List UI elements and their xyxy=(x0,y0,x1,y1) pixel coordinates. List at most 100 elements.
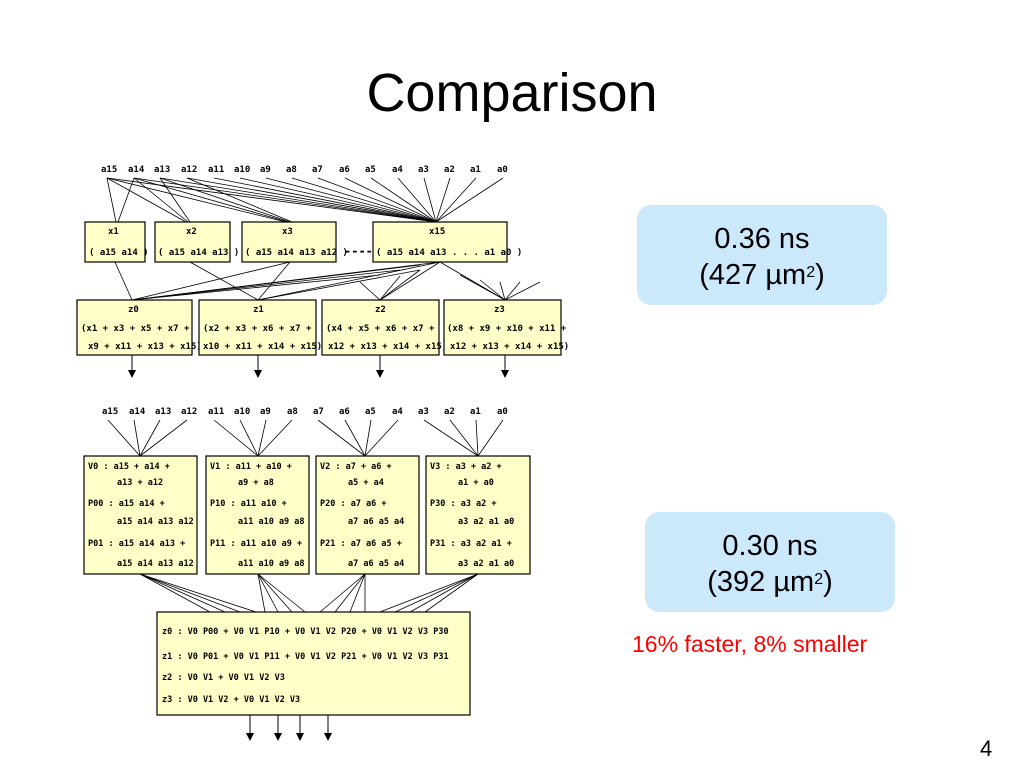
bottom-input-labels: a15 a14 a13 a12 a11 a10 a9 a8 a7 a6 a5 a… xyxy=(102,407,508,417)
top-output-arrows xyxy=(128,355,509,378)
svg-text:a11 a10 a9 a8: a11 a10 a9 a8 xyxy=(238,517,305,527)
svg-text:a3 a2 a1 a0: a3 a2 a1 a0 xyxy=(458,517,514,527)
svg-text:( a15 a14 a13 ): ( a15 a14 a13 ) xyxy=(158,248,239,258)
top-input-label: a15 xyxy=(101,165,117,175)
svg-text:z3: z3 xyxy=(494,305,505,315)
z-box-3: z3 (x8 + x9 + x10 + x11 + x12 + x13 + x1… xyxy=(443,299,569,356)
svg-text:P10 : a11 a10 +: P10 : a11 a10 + xyxy=(210,499,287,509)
bottom-input-label: a12 xyxy=(181,407,197,417)
svg-text:( a15 a14 ): ( a15 a14 ) xyxy=(89,248,149,258)
svg-text:P20 : a7 a6 +: P20 : a7 a6 + xyxy=(320,499,387,509)
svg-text:P11 : a11 a10 a9 +: P11 : a11 a10 a9 + xyxy=(210,539,302,549)
page-number: 4 xyxy=(980,736,993,761)
bottom-input-label: a14 xyxy=(129,407,146,417)
result-callout-top: 0.36 ns (427 µm2) xyxy=(637,205,887,305)
svg-text:(x2 + x3 + x6 + x7 +: (x2 + x3 + x6 + x7 + xyxy=(203,324,312,334)
callout-top-area: (427 µm2) xyxy=(699,259,825,291)
v-box-1: V1 : a11 + a10 + a9 + a8 P10 : a11 a10 +… xyxy=(205,455,310,575)
comparison-note: 16% faster, 8% smaller xyxy=(632,631,868,657)
svg-text:P01 : a15 a14 a13 +: P01 : a15 a14 a13 + xyxy=(88,539,185,549)
z-output-box: z0 : V0 P00 + V0 V1 P10 + V0 V1 V2 P20 +… xyxy=(156,611,471,716)
svg-text:P00 : a15 a14 +: P00 : a15 a14 + xyxy=(88,499,165,509)
svg-text:x10 + x11 + x14 + x15): x10 + x11 + x14 + x15) xyxy=(203,342,322,352)
top-input-label: a1 xyxy=(470,165,481,175)
callout-bottom-time: 0.30 ns xyxy=(722,530,818,562)
callout-bottom-area: (392 µm2) xyxy=(707,566,833,598)
svg-text:P30 : a3 a2 +: P30 : a3 a2 + xyxy=(430,499,497,509)
top-input-label: a9 xyxy=(260,165,271,175)
bottom-input-label: a10 xyxy=(234,407,250,417)
top-input-label: a2 xyxy=(444,165,455,175)
svg-text:a11 a10 a9 a8: a11 a10 a9 a8 xyxy=(238,559,305,569)
svg-text:P21 : a7 a6 a5 +: P21 : a7 a6 a5 + xyxy=(320,539,402,549)
top-input-label: a13 xyxy=(154,165,170,175)
svg-text:x12 + x13 + x14 + x15): x12 + x13 + x14 + x15) xyxy=(328,342,447,352)
x-box-15: x15 ( a15 a14 a13 . . . a1 a0 ) xyxy=(372,221,522,263)
svg-text:a15 a14 a13 a12: a15 a14 a13 a12 xyxy=(117,559,194,569)
top-input-label: a0 xyxy=(497,165,508,175)
top-input-label: a7 xyxy=(312,165,323,175)
bottom-input-label: a0 xyxy=(497,407,508,417)
top-input-label: a4 xyxy=(392,165,403,175)
v-box-0: V0 : a15 + a14 + a13 + a12 P00 : a15 a14… xyxy=(83,455,198,575)
top-input-label: a3 xyxy=(418,165,429,175)
svg-text:a3 a2 a1 a0: a3 a2 a1 a0 xyxy=(458,559,514,569)
svg-text:V2 : a7 + a6 +: V2 : a7 + a6 + xyxy=(320,462,392,472)
svg-text:V0 : a15 + a14 +: V0 : a15 + a14 + xyxy=(88,462,170,472)
bottom-input-label: a9 xyxy=(260,407,271,417)
svg-text:x1: x1 xyxy=(108,227,119,237)
bottom-input-label: a11 xyxy=(208,407,224,417)
svg-text:V3 : a3 + a2 +: V3 : a3 + a2 + xyxy=(430,462,502,472)
svg-text:a5 + a4: a5 + a4 xyxy=(348,478,384,488)
svg-text:x3: x3 xyxy=(282,227,293,237)
bottom-input-label: a2 xyxy=(444,407,455,417)
top-input-label: a12 xyxy=(181,165,197,175)
svg-text:a13 + a12: a13 + a12 xyxy=(117,478,163,488)
bottom-input-label: a7 xyxy=(313,407,324,417)
svg-text:( a15 a14 a13 . . . a1 a0 ): ( a15 a14 a13 . . . a1 a0 ) xyxy=(376,248,522,258)
top-input-label: a6 xyxy=(339,165,350,175)
bottom-input-label: a1 xyxy=(470,407,481,417)
v-box-3: V3 : a3 + a2 + a1 + a0 P30 : a3 a2 + a3 … xyxy=(425,455,531,575)
top-input-label: a14 xyxy=(128,165,145,175)
svg-text:(x4 + x5 + x6 + x7 +: (x4 + x5 + x6 + x7 + xyxy=(326,324,435,334)
svg-text:z0: z0 xyxy=(128,305,139,315)
v-box-2: V2 : a7 + a6 + a5 + a4 P20 : a7 a6 + a7 … xyxy=(315,455,420,575)
top-input-labels: a15 a14 a13 a12 a11 a10 a9 a8 a7 a6 a5 a… xyxy=(101,165,508,175)
svg-text:x9 + x11 + x13 + x15): x9 + x11 + x13 + x15) xyxy=(88,342,202,352)
svg-text:a9 + a8: a9 + a8 xyxy=(238,478,274,488)
ellipsis-dashes: ---- xyxy=(344,244,373,258)
bottom-input-label: a3 xyxy=(418,407,429,417)
svg-text:(x8 + x9 + x10 + x11 +: (x8 + x9 + x10 + x11 + xyxy=(447,324,567,334)
bottom-input-label: a6 xyxy=(339,407,350,417)
bottom-input-label: a4 xyxy=(392,407,403,417)
bottom-output-arrows xyxy=(246,715,332,741)
svg-text:z0 : V0 P00 + V0 V1 P10 + V0 V: z0 : V0 P00 + V0 V1 P10 + V0 V1 V2 P20 +… xyxy=(162,627,449,637)
svg-text:x12 + x13 + x14 + x15): x12 + x13 + x14 + x15) xyxy=(450,342,569,352)
svg-text:z1: z1 xyxy=(253,305,264,315)
svg-text:z2 : V0 V1 + V0 V1 V2 V3: z2 : V0 V1 + V0 V1 V2 V3 xyxy=(162,673,285,683)
svg-text:x15: x15 xyxy=(429,227,445,237)
bottom-input-label: a15 xyxy=(102,407,118,417)
z-box-2: z2 (x4 + x5 + x6 + x7 + x12 + x13 + x14 … xyxy=(321,299,447,356)
x-box-1: x1 ( a15 a14 ) xyxy=(84,221,149,263)
top-input-label: a5 xyxy=(365,165,376,175)
top-fanin-lines xyxy=(106,177,504,223)
slide-title: Comparison xyxy=(366,63,658,123)
svg-text:( a15 a14 a13 a12 ): ( a15 a14 a13 a12 ) xyxy=(245,248,348,258)
callout-top-time: 0.36 ns xyxy=(714,223,810,255)
result-callout-bottom: 0.30 ns (392 µm2) xyxy=(645,512,895,612)
x-box-2: x2 ( a15 a14 a13 ) xyxy=(154,221,239,263)
svg-text:V1 : a11 + a10 +: V1 : a11 + a10 + xyxy=(210,462,292,472)
x-box-3: x3 ( a15 a14 a13 a12 ) xyxy=(241,221,348,263)
svg-text:x2: x2 xyxy=(186,227,197,237)
z-box-0: z0 (x1 + x3 + x5 + x7 + x9 + x11 + x13 +… xyxy=(76,299,202,356)
svg-text:z3 : V0 V1 V2 + V0 V1 V2 V3: z3 : V0 V1 V2 + V0 V1 V2 V3 xyxy=(162,695,300,705)
z-box-1: z1 (x2 + x3 + x6 + x7 + x10 + x11 + x14 … xyxy=(198,299,322,356)
svg-text:P31 : a3 a2 a1 +: P31 : a3 a2 a1 + xyxy=(430,539,512,549)
svg-text:a15 a14 a13 a12: a15 a14 a13 a12 xyxy=(117,517,194,527)
svg-text:a7 a6 a5 a4: a7 a6 a5 a4 xyxy=(348,517,404,527)
bottom-input-label: a8 xyxy=(287,407,298,417)
bottom-input-label: a13 xyxy=(155,407,171,417)
